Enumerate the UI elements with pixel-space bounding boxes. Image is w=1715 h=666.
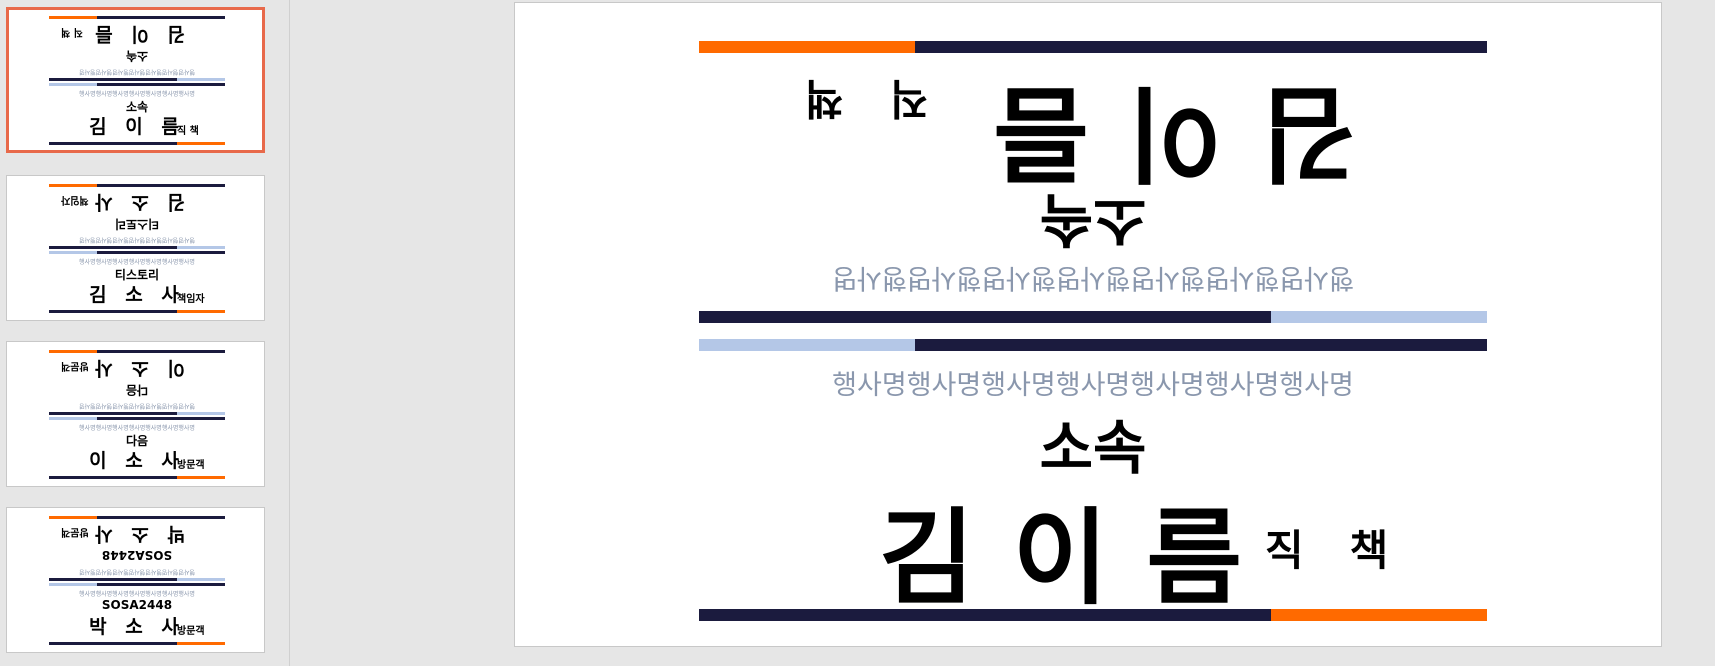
accent-bar [177,412,225,415]
event-name: 행사명행사명행사명행사명행사명행사명행사명 [79,91,195,98]
accent-bar [97,251,225,254]
accent-bar [699,609,1271,621]
accent-bar [177,246,225,249]
accent-bar [177,476,225,479]
slide-canvas[interactable]: 김이름 직책 소속 행사명행사명행사명행사명행사명행사명행사명 행사명행사명행사… [514,2,1662,647]
accent-bar [97,417,225,420]
thumbnail-card: 김 소 사 책임자 티스토리 행사명행사명행사명행사명행사명행사명행사명 행사명… [49,184,225,313]
accent-bar [97,350,225,353]
accent-bar [49,184,97,187]
position[interactable]: 직책 [1265,526,1435,575]
accent-bar [97,16,225,19]
accent-bar [49,642,177,645]
affiliation[interactable]: 소속 [1039,414,1147,482]
flipped-position[interactable]: 직책 [759,74,929,123]
accent-bar [177,642,225,645]
flipped-affiliation: 다음 [125,383,149,397]
flipped-event: 행사명행사명행사명행사명행사명행사명행사명 [79,68,195,75]
accent-bar [49,516,97,519]
flipped-affiliation: 티스토리 [114,217,160,231]
flipped-position: 직 책 [61,26,83,37]
person-name[interactable]: 김이름 [879,497,1281,619]
person-name: 김 이 름 [89,116,185,138]
event-name[interactable]: 행사명행사명행사명행사명행사명행사명행사명 [832,370,1354,401]
affiliation: 소속 [125,100,149,114]
flipped-position: 방문객 [61,360,89,371]
accent-bar [699,339,915,351]
accent-bar [177,578,225,581]
name-card-flipped: 김이름 직책 소속 행사명행사명행사명행사명행사명행사명행사명 [699,41,1487,323]
position: 직 책 [177,126,199,137]
thumbnail-card: 김 이 름 직 책 소속 행사명행사명행사명행사명행사명행사명행사명 행사명행사… [49,16,225,145]
accent-bar [699,41,915,53]
accent-bar [49,83,97,86]
accent-bar [97,184,225,187]
affiliation: 티스토리 [114,268,160,282]
accent-bar [49,412,177,415]
flipped-position: 책임자 [61,194,89,205]
accent-bar [97,583,225,586]
accent-bar [177,78,225,81]
event-name: 행사명행사명행사명행사명행사명행사명행사명 [79,591,195,598]
event-name: 행사명행사명행사명행사명행사명행사명행사명 [79,425,195,432]
position: 책임자 [177,294,205,305]
position: 방문객 [177,460,205,471]
flipped-event: 행사명행사명행사명행사명행사명행사명행사명 [79,402,195,409]
accent-bar [49,476,177,479]
accent-bar [177,310,225,313]
affiliation: 다음 [125,434,149,448]
slide-thumbnail-3[interactable]: 이 소 사 방문객 다음 행사명행사명행사명행사명행사명행사명행사명 행사명행사… [6,341,265,487]
flipped-affiliation[interactable]: 소속 [1039,186,1147,254]
accent-bar [49,78,177,81]
flipped-event: 행사명행사명행사명행사명행사명행사명행사명 [79,236,195,243]
flipped-affiliation: 소속 [125,49,149,63]
accent-bar [49,246,177,249]
person-name: 김 소 사 [89,284,185,306]
person-name: 이 소 사 [89,450,185,472]
slide-thumbnail-4[interactable]: 박 소 사 방문객 SOSA2448 행사명행사명행사명행사명행사명행사명행사명… [6,507,265,653]
affiliation: SOSA2448 [101,598,173,612]
accent-bar [49,16,97,19]
accent-bar [97,516,225,519]
flipped-event: 행사명행사명행사명행사명행사명행사명행사명 [79,568,195,575]
accent-bar [49,583,97,586]
slide-thumbnail-panel: 김 이 름 직 책 소속 행사명행사명행사명행사명행사명행사명행사명 행사명행사… [0,0,290,666]
accent-bar [49,310,177,313]
accent-bar [1271,609,1487,621]
accent-bar [699,311,1271,323]
person-name: 박 소 사 [89,616,185,638]
accent-bar [177,142,225,145]
flipped-position: 방문객 [61,526,89,537]
accent-bar [49,350,97,353]
accent-bar [49,417,97,420]
accent-bar [49,578,177,581]
flipped-affiliation: SOSA2448 [101,548,173,562]
thumbnail-card: 박 소 사 방문객 SOSA2448 행사명행사명행사명행사명행사명행사명행사명… [49,516,225,645]
accent-bar [1271,311,1487,323]
accent-bar [49,142,177,145]
slide-thumbnail-2[interactable]: 김 소 사 책임자 티스토리 행사명행사명행사명행사명행사명행사명행사명 행사명… [6,175,265,321]
accent-bar [915,339,1487,351]
event-name: 행사명행사명행사명행사명행사명행사명행사명 [79,259,195,266]
name-card: 행사명행사명행사명행사명행사명행사명행사명 소속 김이름 직책 [699,339,1487,621]
flipped-event-name[interactable]: 행사명행사명행사명행사명행사명행사명행사명 [832,262,1354,293]
accent-bar [97,83,225,86]
thumbnail-card: 이 소 사 방문객 다음 행사명행사명행사명행사명행사명행사명행사명 행사명행사… [49,350,225,479]
accent-bar [915,41,1487,53]
position: 방문객 [177,626,205,637]
slide-thumbnail-1[interactable]: 김 이 름 직 책 소속 행사명행사명행사명행사명행사명행사명행사명 행사명행사… [6,7,265,153]
accent-bar [49,251,97,254]
